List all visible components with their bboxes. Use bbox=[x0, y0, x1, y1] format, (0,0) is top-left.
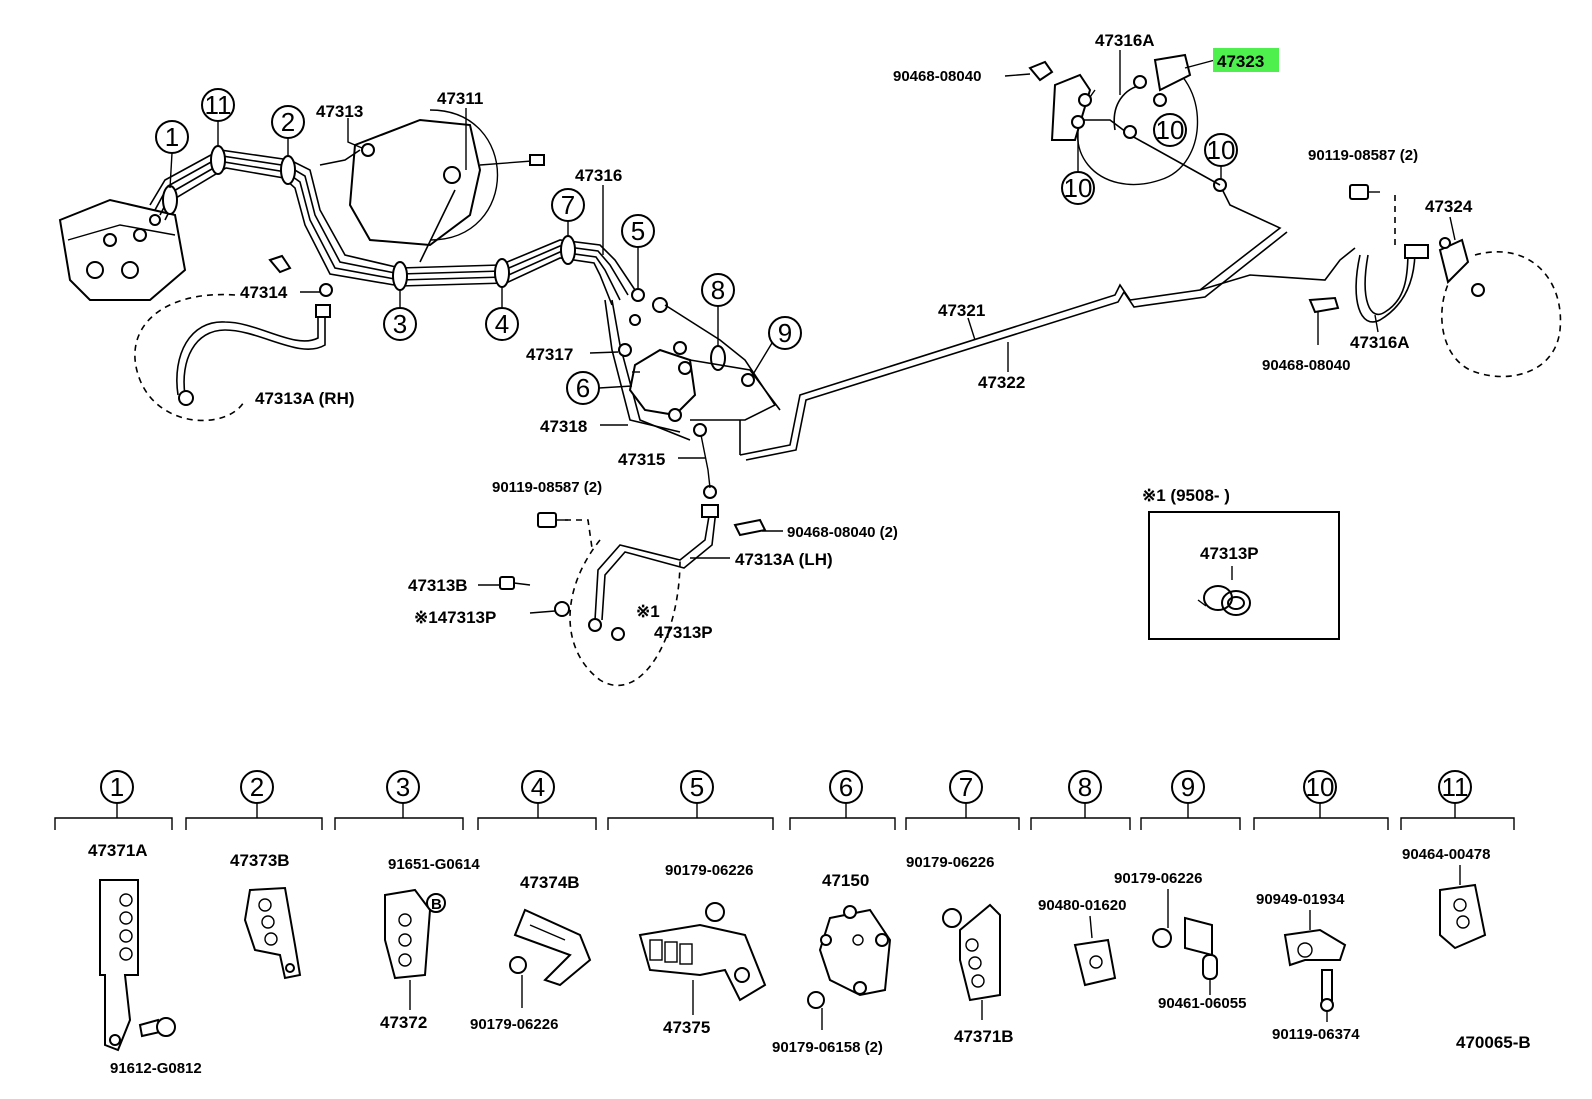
group-5-part-a: 90179-06226 bbox=[665, 862, 753, 879]
callout-3: 3 bbox=[393, 309, 407, 339]
label-47315: 47315 bbox=[618, 450, 665, 469]
group-6-num: 6 bbox=[839, 772, 853, 802]
group-10-num: 10 bbox=[1306, 772, 1335, 802]
callout-11: 11 bbox=[205, 90, 232, 120]
label-90119-mid: 90119-08587 (2) bbox=[492, 479, 602, 496]
group-4-num: 4 bbox=[531, 772, 545, 802]
group-1: 1 47371A 91612-G0812 bbox=[54, 770, 202, 1077]
label-47324: 47324 bbox=[1425, 197, 1473, 216]
group-9: 9 90179-06226 90461-06055 bbox=[1114, 770, 1246, 1012]
label-47317: 47317 bbox=[526, 345, 573, 364]
group-3-part-a: 91651-G0614 bbox=[388, 856, 480, 873]
callout-5: 5 bbox=[631, 216, 645, 246]
label-47313P-note: ※147313P bbox=[414, 608, 496, 627]
label-47316: 47316 bbox=[575, 166, 622, 185]
group-11-num: 11 bbox=[1442, 772, 1469, 802]
label-90468-right: 90468-08040 bbox=[1262, 357, 1350, 374]
callout-9: 9 bbox=[778, 318, 792, 348]
rear-right-hose bbox=[1308, 184, 1429, 345]
group-2: 2 47373B bbox=[185, 770, 323, 980]
label-47316A-right: 47316A bbox=[1350, 333, 1410, 352]
group-9-num: 9 bbox=[1181, 772, 1195, 802]
front-left-hose bbox=[499, 423, 767, 687]
callout-10-b: 10 bbox=[1207, 135, 1236, 165]
label-47321: 47321 bbox=[938, 301, 985, 320]
label-90468-mid: 90468-08040 (2) bbox=[787, 524, 898, 541]
group-11: 11 90464-00478 bbox=[1400, 770, 1515, 950]
callout-10-c: 10 bbox=[1064, 173, 1093, 203]
callout-7: 7 bbox=[561, 190, 575, 220]
group-10-part-b: 90119-06374 bbox=[1272, 1026, 1360, 1043]
highlight-47323 bbox=[1213, 48, 1279, 72]
group-7: 7 90179-06226 47371B bbox=[905, 770, 1020, 1046]
rear-caliper-area bbox=[1004, 53, 1221, 186]
label-47313A-rh: 47313A (RH) bbox=[255, 389, 355, 408]
label-90468-top: 90468-08040 bbox=[893, 68, 981, 85]
label-47313: 47313 bbox=[316, 102, 363, 121]
label-47313P: 47313P bbox=[654, 623, 713, 642]
group-2-num: 2 bbox=[250, 772, 264, 802]
group-6-part-a: 47150 bbox=[822, 871, 869, 890]
group-5-num: 5 bbox=[690, 772, 704, 802]
group-2-part-a: 47373B bbox=[230, 851, 290, 870]
part-labels: 47313 47311 47316 47314 47313A (RH) 4731… bbox=[240, 31, 1473, 642]
rear-brake-lines bbox=[739, 178, 1356, 461]
callout-10-a: 10 bbox=[1156, 115, 1185, 145]
group-5: 5 90179-06226 47375 bbox=[607, 770, 774, 1037]
group-4-part-a: 47374B bbox=[520, 873, 580, 892]
group-3-num: 3 bbox=[396, 772, 410, 802]
group-10: 10 90949-01934 90119-06374 bbox=[1253, 770, 1389, 1043]
label-47323[interactable]: 47323 bbox=[1217, 52, 1264, 71]
group-7-num: 7 bbox=[959, 772, 973, 802]
label-90119-right: 90119-08587 (2) bbox=[1308, 147, 1418, 164]
label-47313A-lh: 47313A (LH) bbox=[735, 550, 833, 569]
group-9-part-b: 90461-06055 bbox=[1158, 995, 1246, 1012]
label-47316A-top: 47316A bbox=[1095, 31, 1155, 50]
label-47313P-mark: ※1 bbox=[636, 602, 660, 621]
callout-4: 4 bbox=[495, 309, 509, 339]
group-7-part-a: 90179-06226 bbox=[906, 854, 994, 871]
callout-8: 8 bbox=[711, 275, 725, 305]
group-7-part-b: 47371B bbox=[954, 1027, 1014, 1046]
group-8-num: 8 bbox=[1078, 772, 1092, 802]
group-5-part-b: 47375 bbox=[663, 1018, 710, 1037]
rear-right-disc bbox=[1438, 237, 1562, 378]
group-1-part-a: 47371A bbox=[88, 841, 148, 860]
callout-2: 2 bbox=[281, 107, 295, 137]
label-47314: 47314 bbox=[240, 283, 288, 302]
group-3: 3 91651-G0614 B 47372 bbox=[334, 770, 480, 1032]
inset-part-label: 47313P bbox=[1200, 544, 1259, 563]
label-47318: 47318 bbox=[540, 417, 587, 436]
callout-1: 1 bbox=[165, 122, 179, 152]
group-1-num: 1 bbox=[110, 772, 124, 802]
inset-title: ※1 (9508- ) bbox=[1142, 486, 1230, 505]
top-callouts: 1 11 2 3 4 5 6 7 8 9 10 10 bbox=[155, 88, 1238, 405]
proportioning-valve bbox=[618, 288, 781, 422]
group-3-part-b: 47372 bbox=[380, 1013, 427, 1032]
group-1-part-b: 91612-G0812 bbox=[110, 1060, 202, 1077]
label-47322: 47322 bbox=[978, 373, 1025, 392]
group-8: 8 90480-01620 bbox=[1030, 770, 1131, 987]
group-4-part-b: 90179-06226 bbox=[470, 1016, 558, 1033]
callout-6: 6 bbox=[576, 373, 590, 403]
group-6: 6 47150 90179-06158 (2) bbox=[772, 770, 896, 1056]
group-9-part-a: 90179-06226 bbox=[1114, 870, 1202, 887]
label-47313B: 47313B bbox=[408, 576, 468, 595]
bolt-mark: B bbox=[431, 896, 442, 913]
group-6-part-b: 90179-06158 (2) bbox=[772, 1039, 883, 1056]
front-right-hose bbox=[134, 254, 333, 422]
group-8-part-a: 90480-01620 bbox=[1038, 897, 1126, 914]
inset-box: ※1 (9508- ) 47313P bbox=[1142, 486, 1340, 640]
group-10-part-a: 90949-01934 bbox=[1256, 891, 1345, 908]
bottom-legend: 1 47371A 91612-G0812 2 47373B 3 bbox=[54, 770, 1531, 1077]
leader-lines bbox=[300, 50, 1456, 614]
figure-code: 470065-B bbox=[1456, 1033, 1531, 1052]
abs-actuator bbox=[58, 198, 187, 301]
group-4: 4 47374B 90179-06226 bbox=[470, 770, 597, 1033]
group-11-part-a: 90464-00478 bbox=[1402, 846, 1490, 863]
brake-booster bbox=[348, 109, 546, 247]
label-47311: 47311 bbox=[437, 89, 483, 108]
